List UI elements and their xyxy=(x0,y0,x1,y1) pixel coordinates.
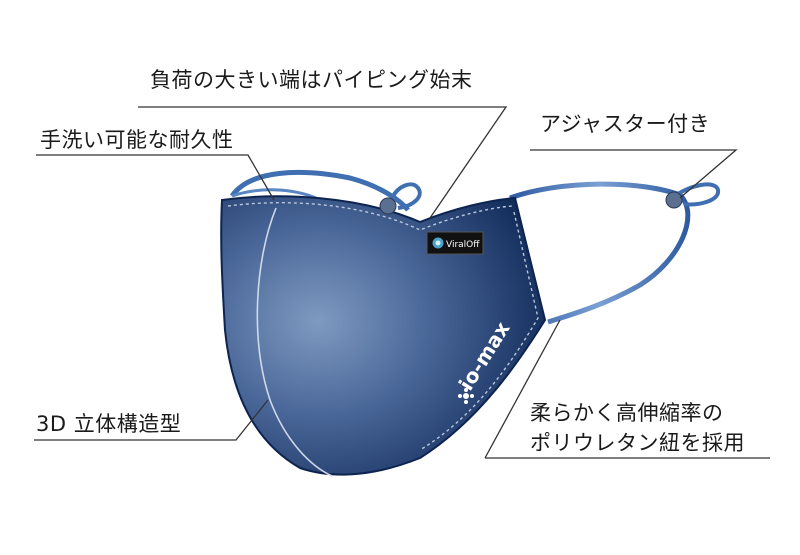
callout-elastic-line1: 柔らかく高伸縮率の xyxy=(530,401,724,425)
mask-body xyxy=(220,195,547,476)
callout-piping: 負荷の大きい端はパイピング始末 xyxy=(150,68,473,92)
right-adjuster-bead xyxy=(665,191,683,209)
callout-3d-structure: 3D 立体構造型 xyxy=(36,412,182,436)
top-piping-stitch xyxy=(227,202,513,231)
viraloff-tag-label: ViralOff xyxy=(446,240,480,250)
right-strap-loop xyxy=(670,182,721,207)
leader-piping xyxy=(138,106,508,219)
viraloff-tag: ViralOff xyxy=(426,231,484,255)
callout-elastic-line2: ポリウレタン紐を採用 xyxy=(530,431,745,456)
left-strap-loop xyxy=(390,182,422,210)
callout-washable: 手洗い可能な耐久性 xyxy=(40,128,234,152)
left-ear-strap xyxy=(229,169,410,212)
callout-elastic: 柔らかく高伸縮率の ポリウレタン紐を採用 xyxy=(530,398,745,459)
left-adjuster-bead xyxy=(379,197,397,215)
right-edge-stitch xyxy=(419,211,539,451)
leader-lines xyxy=(34,106,770,459)
leader-washable xyxy=(36,154,275,201)
leader-3d xyxy=(34,399,269,441)
center-seam xyxy=(256,207,333,477)
leader-adjuster xyxy=(530,149,738,199)
right-ear-strap xyxy=(509,181,691,325)
callout-adjuster: アジャスター付き xyxy=(540,112,711,136)
